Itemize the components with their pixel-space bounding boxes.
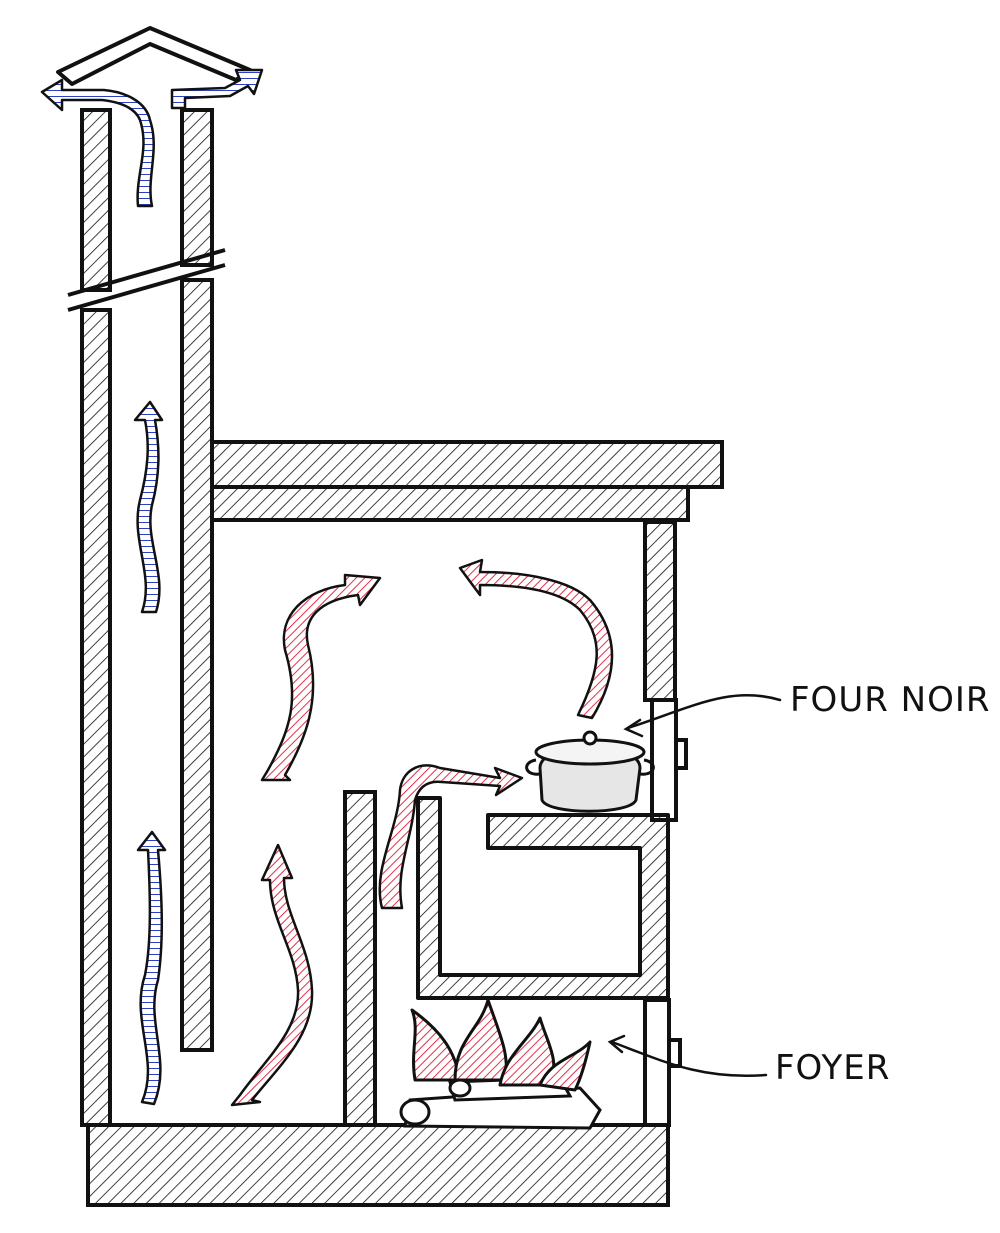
fire-flames xyxy=(412,1000,590,1090)
firebox-enclosure xyxy=(418,798,668,998)
smoke-arrow-1 xyxy=(135,402,162,612)
chimney-cap xyxy=(58,28,250,84)
chimney-outer-wall xyxy=(82,110,110,1125)
right-wall-upper xyxy=(645,522,675,700)
smoke-flow-arrows xyxy=(42,70,262,1104)
foyer-door xyxy=(645,1000,680,1125)
four-noir-label: FOUR NOIR xyxy=(790,680,990,720)
smoke-arrow-4 xyxy=(172,70,262,108)
oven-top-slab-lower xyxy=(212,487,688,520)
leader-foyer xyxy=(612,1042,766,1076)
base-slab xyxy=(88,1125,668,1205)
hot-air-arrow-4 xyxy=(232,845,312,1105)
smoke-arrow-2 xyxy=(138,832,165,1104)
hot-air-arrow-2 xyxy=(262,575,380,780)
central-partition-wall xyxy=(345,792,375,1125)
chimney-inner-wall xyxy=(182,110,212,1050)
foyer-label: FOYER xyxy=(775,1048,890,1088)
pot xyxy=(527,732,654,811)
oven-top-slab-upper xyxy=(212,442,722,487)
hot-air-arrow-3 xyxy=(460,560,612,718)
